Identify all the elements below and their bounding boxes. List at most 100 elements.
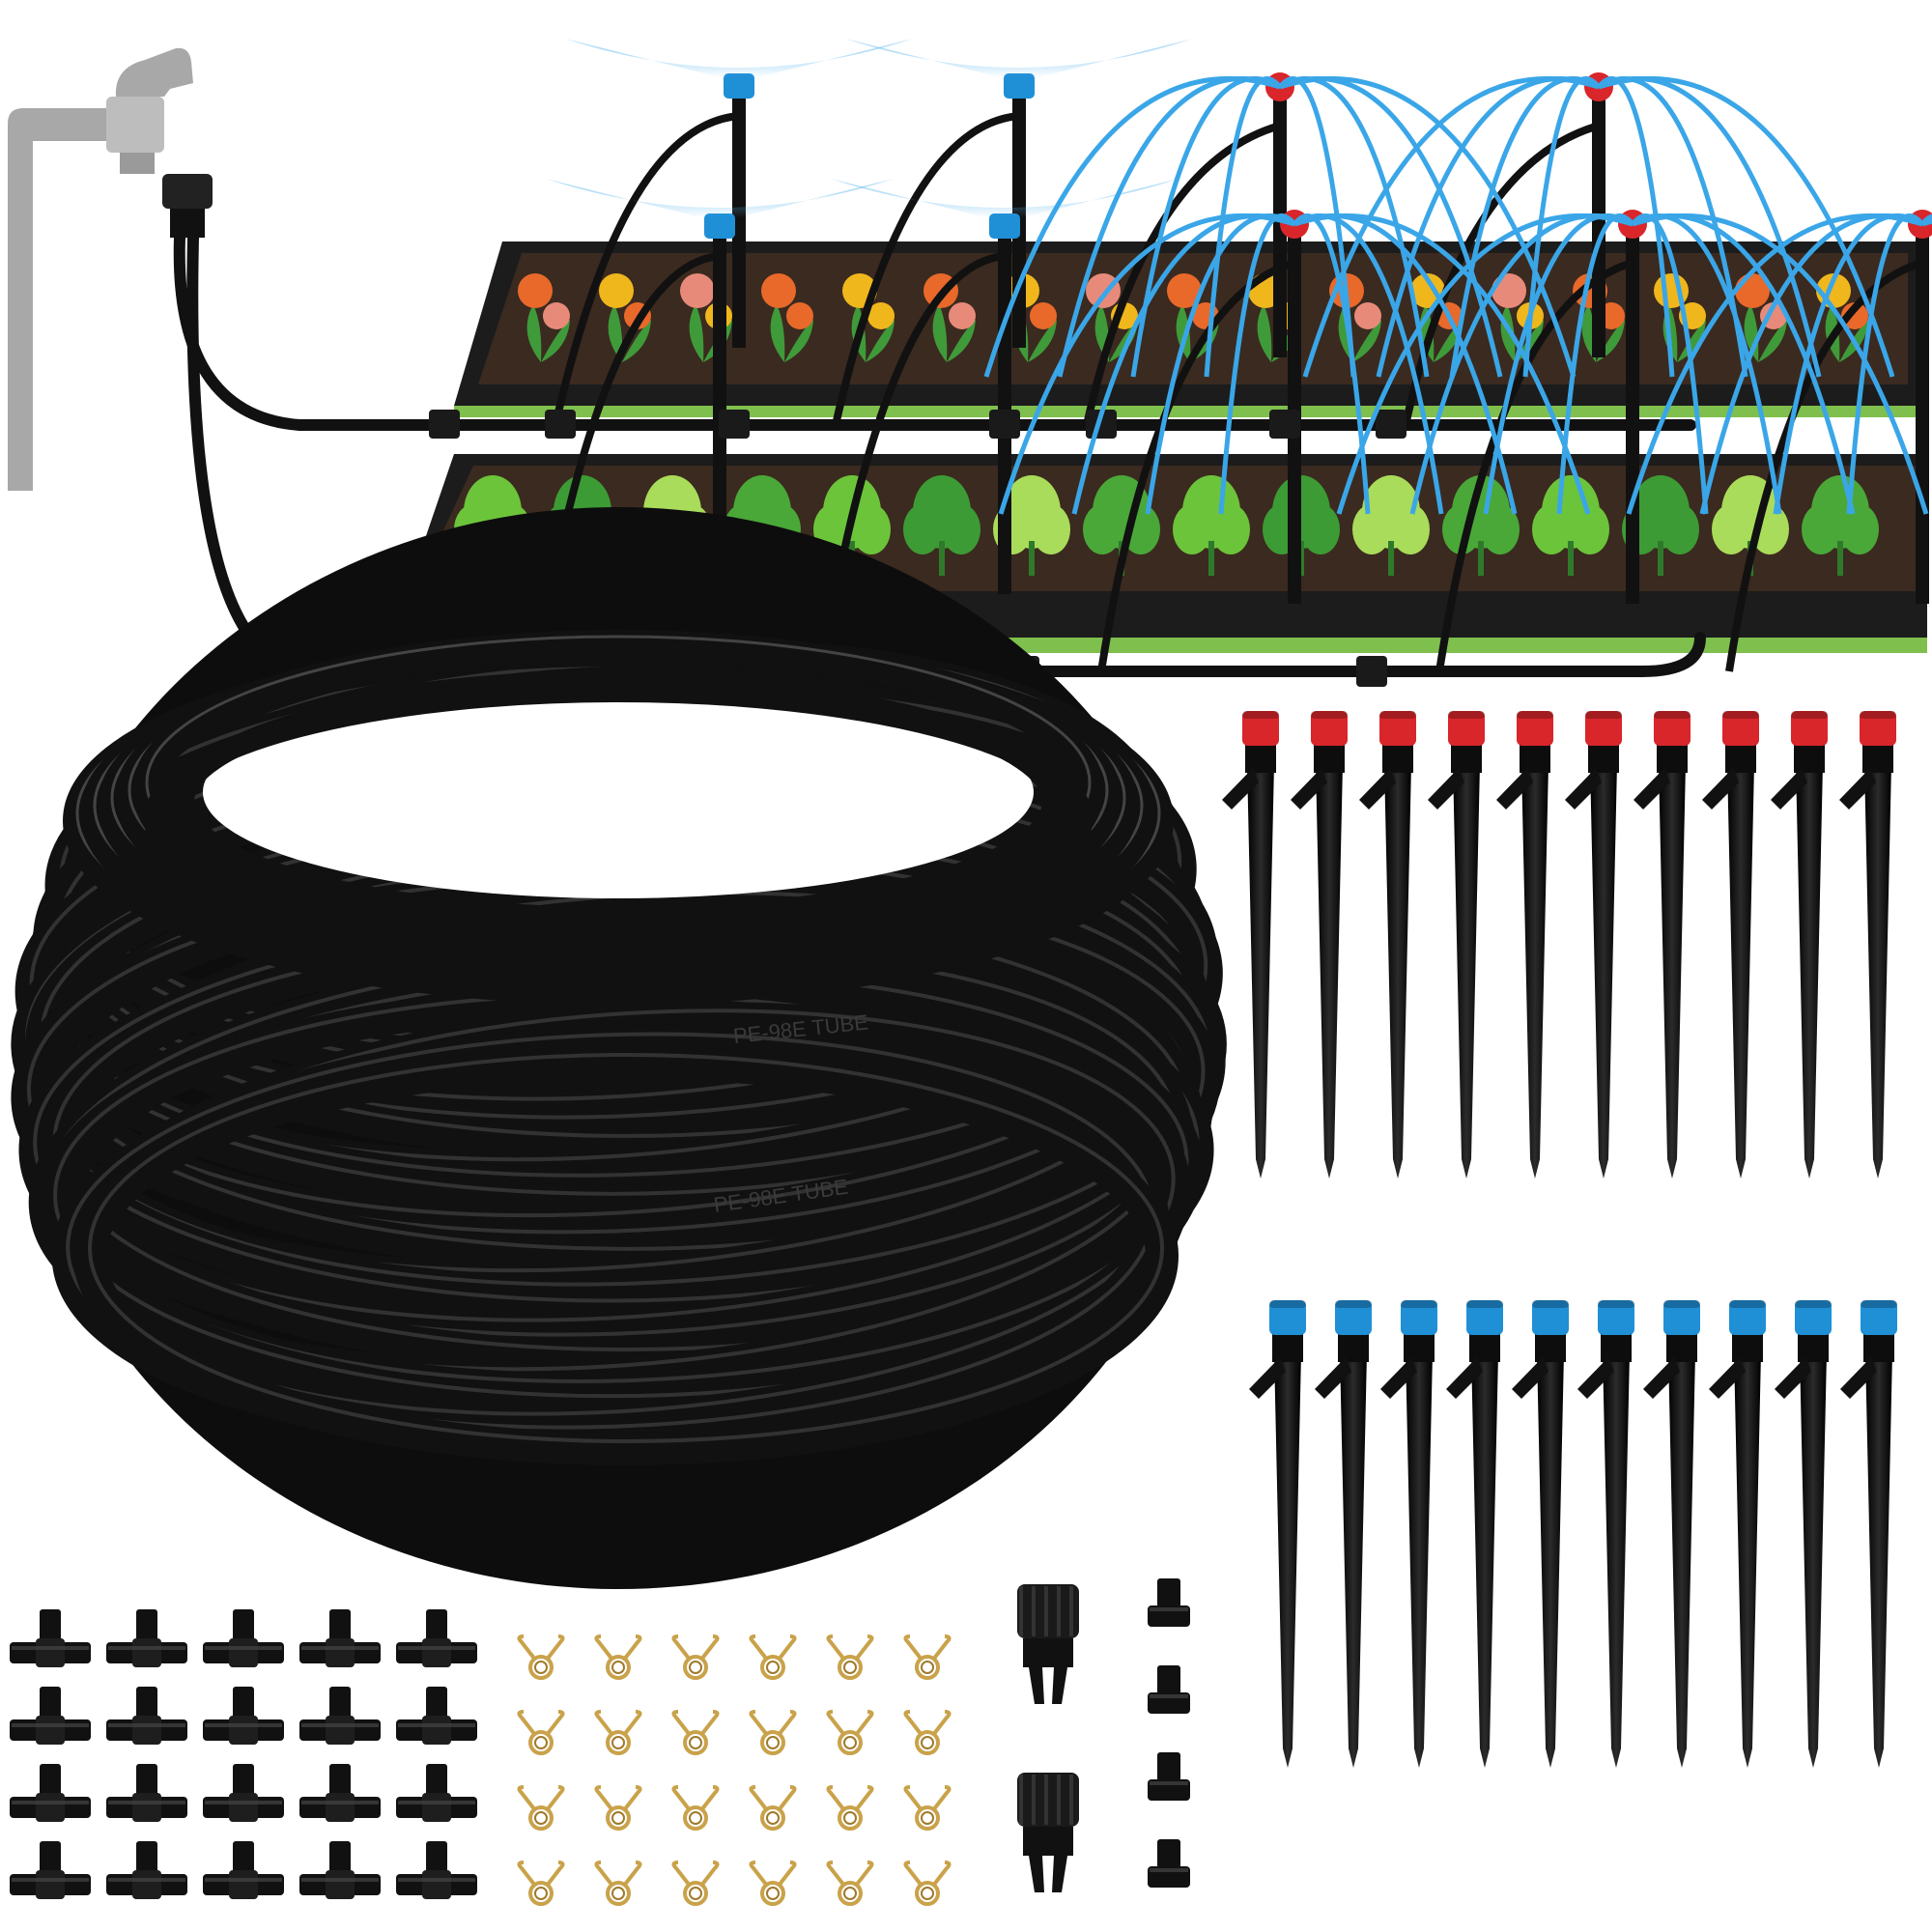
tube-clip-icon — [749, 1634, 797, 1680]
dripper-stake-icon — [1496, 711, 1553, 1179]
tube-clip-icon — [671, 1785, 720, 1831]
tee-connectors — [10, 1609, 477, 1899]
spray-arc — [1449, 75, 1601, 378]
vegetable-plant — [761, 273, 813, 362]
tube-clip-icon — [517, 1710, 565, 1755]
tube-clips — [517, 1634, 952, 1906]
red-cap-drippers — [1222, 711, 1896, 1179]
tube-clip-icon — [749, 1710, 797, 1755]
feeder-tube — [552, 112, 740, 426]
leafy-plant — [1802, 475, 1879, 576]
end-plug-icon — [1148, 1752, 1190, 1801]
tubing-inner-loop — [144, 681, 1093, 957]
mist-spray — [845, 39, 1193, 82]
dripper-stake-icon — [1428, 711, 1485, 1179]
tube-clip-icon — [826, 1710, 874, 1755]
tee-connector-icon — [299, 1764, 381, 1822]
tee-connector-icon — [106, 1609, 187, 1667]
blue-cap-drippers — [1249, 1300, 1897, 1768]
tube-clip-icon — [594, 1785, 642, 1831]
tee-connector-icon — [106, 1764, 187, 1822]
leafy-plant — [1173, 475, 1250, 576]
inline-tee-connector — [719, 410, 750, 439]
mist-spray — [831, 179, 1179, 222]
dripper-stake-icon — [1222, 711, 1279, 1179]
tee-connector-icon — [299, 1609, 381, 1667]
mist-spray — [565, 39, 913, 82]
spray-arc — [1773, 213, 1924, 515]
spray-arc — [1522, 75, 1601, 378]
faucet-adapter-icon — [1017, 1584, 1079, 1704]
spray-arc — [1293, 213, 1591, 515]
spray-arc — [1145, 213, 1296, 515]
dripper-stake-icon — [1577, 1300, 1634, 1768]
tube-clip-icon — [903, 1785, 952, 1831]
tube-clip-icon — [826, 1634, 874, 1680]
inline-tee-connector — [989, 410, 1020, 439]
faucet-adapter-icon — [1017, 1773, 1079, 1892]
tube-clip-icon — [671, 1710, 720, 1755]
tee-connector-icon — [10, 1609, 91, 1667]
tube-clip-icon — [517, 1861, 565, 1906]
leafy-plant — [1352, 475, 1430, 576]
tee-connector-icon — [396, 1764, 477, 1822]
tee-connector-icon — [203, 1841, 284, 1899]
spray-arc — [1556, 213, 1634, 515]
dripper-stake-icon — [1380, 1300, 1437, 1768]
tubing-coil — [11, 507, 1227, 1589]
feeder-tube — [1435, 259, 1634, 672]
tube-clip-icon — [903, 1634, 952, 1680]
faucet-adapters — [1017, 1584, 1079, 1892]
tee-connector-icon — [299, 1687, 381, 1745]
coil-center-hole — [203, 686, 1034, 898]
dripper-stake-icon — [1839, 711, 1896, 1179]
tube-clip-icon — [594, 1634, 642, 1680]
garden-scene — [8, 39, 1932, 687]
dripper-stake-icon — [1249, 1300, 1306, 1768]
feeder-tube — [1725, 259, 1924, 672]
tee-connector-icon — [106, 1841, 187, 1899]
inline-tee-connector — [1269, 410, 1300, 439]
end-plug-icon — [1148, 1839, 1190, 1888]
tube-clip-icon — [749, 1785, 797, 1831]
leafy-plant — [903, 475, 980, 576]
tee-connector-icon — [10, 1841, 91, 1899]
faucet-icon — [8, 47, 193, 491]
tube-clip-icon — [903, 1710, 952, 1755]
tee-connector-icon — [10, 1687, 91, 1745]
dripper-stake-icon — [1643, 1300, 1700, 1768]
tubing-highlight — [88, 1053, 1164, 1443]
tube-clip-icon — [826, 1861, 874, 1906]
tee-connector-icon — [10, 1764, 91, 1822]
tee-connector-icon — [203, 1764, 284, 1822]
vegetable-plant — [599, 273, 651, 362]
tee-connector-icon — [299, 1841, 381, 1899]
dripper-stake-icon — [1512, 1300, 1569, 1768]
tee-connector-icon — [396, 1687, 477, 1745]
tube-clip-icon — [826, 1785, 874, 1831]
end-plug-icon — [1148, 1578, 1190, 1627]
inline-tee-connector — [545, 410, 576, 439]
inline-tee-connector — [1356, 656, 1387, 687]
dripper-stake-icon — [1565, 711, 1622, 1179]
tee-connector-icon — [106, 1687, 187, 1745]
end-plugs — [1148, 1578, 1190, 1888]
inline-tee-connector — [1376, 410, 1406, 439]
dripper-stake-icon — [1775, 1300, 1832, 1768]
tube-clip-icon — [903, 1861, 952, 1906]
dripper-stake-icon — [1359, 711, 1416, 1179]
tube-clip-icon — [671, 1861, 720, 1906]
tube-clip-icon — [594, 1710, 642, 1755]
dripper-stake-icon — [1634, 711, 1690, 1179]
leafy-plant — [1532, 475, 1609, 576]
dripper-stake-icon — [1771, 711, 1828, 1179]
spray-arc — [1130, 75, 1282, 378]
tube-clip-icon — [594, 1861, 642, 1906]
dripper-stake-icon — [1709, 1300, 1766, 1768]
dripper-stake-icon — [1702, 711, 1759, 1179]
dripper-stake-icon — [1840, 1300, 1897, 1768]
tee-connector-icon — [203, 1609, 284, 1667]
tube-clip-icon — [517, 1785, 565, 1831]
